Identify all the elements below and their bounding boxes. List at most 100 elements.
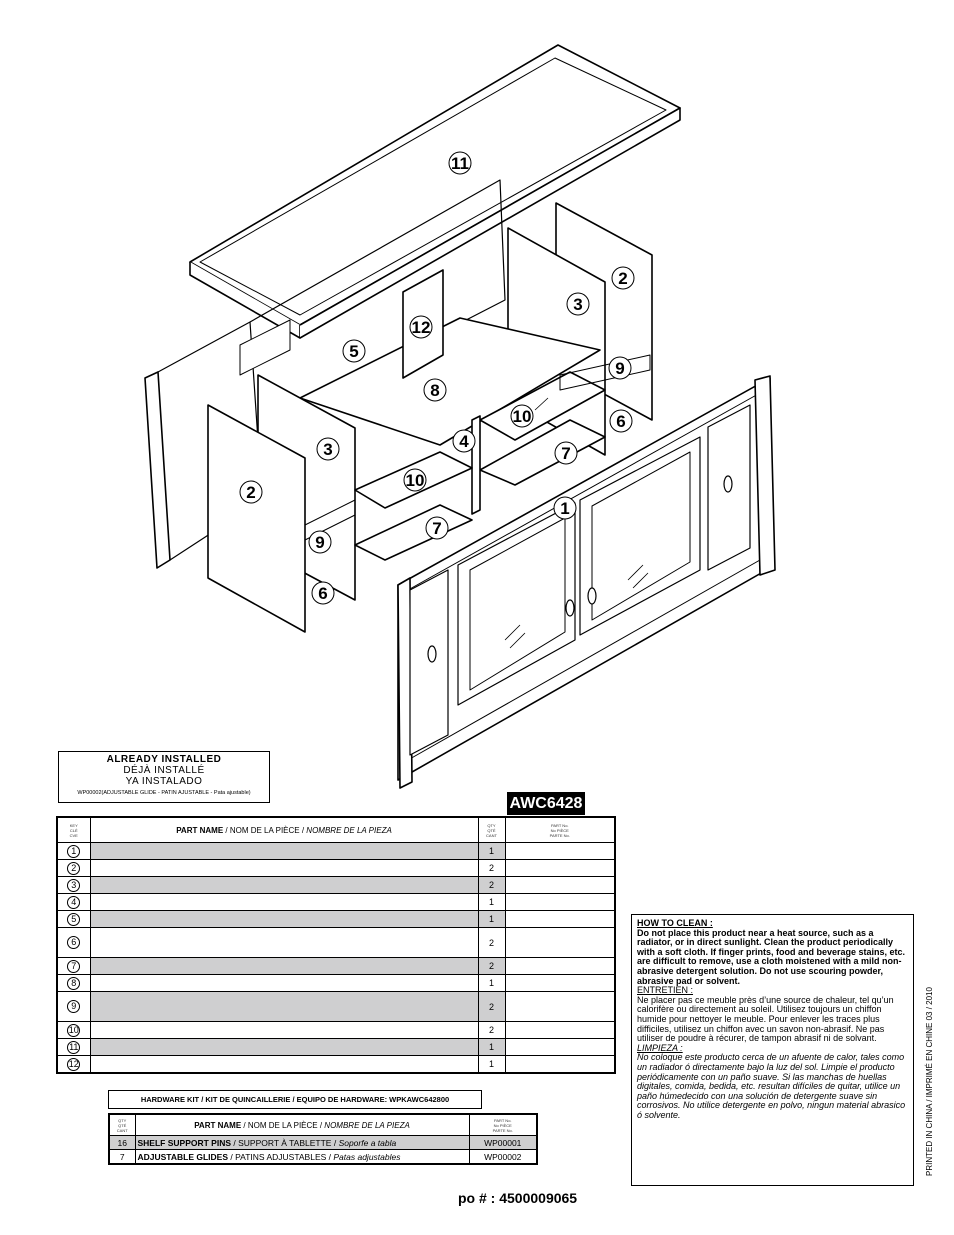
part-qty: 1 bbox=[477, 1055, 506, 1074]
part-key-circle: 11 bbox=[67, 1040, 81, 1054]
front-frame bbox=[397, 375, 776, 789]
part-key-circle: 12 bbox=[67, 1057, 81, 1071]
part-key: 4 bbox=[56, 893, 91, 911]
header-qty: QTY QTÉ CANT bbox=[477, 816, 506, 843]
callout-3-left: 3 bbox=[316, 437, 340, 461]
part-name bbox=[89, 1021, 479, 1039]
hardware-row: 7 ADJUSTABLE GLIDES / PATINS ADJUSTABLES… bbox=[108, 1149, 538, 1165]
part-key: 9 bbox=[56, 991, 91, 1022]
top-panel bbox=[189, 44, 681, 339]
part-number bbox=[504, 859, 616, 877]
hw-header-part-name: PART NAME / NOM DE LA PIÈCE / NOMBRE DE … bbox=[134, 1113, 470, 1136]
part-key: 12 bbox=[56, 1055, 91, 1074]
svg-text:6: 6 bbox=[318, 584, 327, 603]
part-name bbox=[89, 1055, 479, 1074]
part-name bbox=[89, 927, 479, 958]
part-name bbox=[89, 842, 479, 860]
callout-11: 11 bbox=[448, 151, 472, 175]
center-divider bbox=[471, 415, 481, 515]
hw-header-part-no: PART No. No PIÈCE PARTE No. bbox=[468, 1113, 538, 1136]
svg-text:4: 4 bbox=[459, 432, 469, 451]
already-installed-fr: DÉJÀ INSTALLÉ bbox=[123, 765, 205, 776]
header-part-no: PART No. No PIÈCE PARTE No. bbox=[504, 816, 616, 843]
part-name bbox=[89, 1038, 479, 1056]
part-key: 3 bbox=[56, 876, 91, 894]
part-key: 1 bbox=[56, 842, 91, 860]
clean-es: No coloque este producto cerca de un afu… bbox=[637, 1052, 906, 1120]
part-qty: 1 bbox=[477, 910, 506, 928]
part-number bbox=[504, 876, 616, 894]
callout-labels: 11 2 3 12 5 9 8 10 6 3 4 7 2 10 1 9 7 6 bbox=[239, 151, 635, 605]
svg-text:8: 8 bbox=[430, 381, 439, 400]
model-badge: AWC6428 bbox=[507, 792, 585, 815]
callout-2-right: 2 bbox=[611, 266, 635, 290]
hw-part-no: WP00001 bbox=[468, 1135, 538, 1150]
part-number bbox=[504, 1021, 616, 1039]
part-key: 6 bbox=[56, 927, 91, 958]
header-key: KEY CLÉ CVE bbox=[56, 816, 91, 843]
part-number bbox=[504, 1055, 616, 1074]
callout-7-left: 7 bbox=[425, 516, 449, 540]
svg-text:6: 6 bbox=[616, 412, 625, 431]
callout-8: 8 bbox=[423, 378, 447, 402]
svg-text:10: 10 bbox=[406, 471, 425, 490]
part-qty: 1 bbox=[477, 893, 506, 911]
part-qty: 2 bbox=[477, 876, 506, 894]
part-number bbox=[504, 974, 616, 992]
part-qty: 1 bbox=[477, 842, 506, 860]
svg-text:5: 5 bbox=[349, 342, 358, 361]
part-number bbox=[504, 957, 616, 975]
part-key: 2 bbox=[56, 859, 91, 877]
already-installed-es: YA INSTALADO bbox=[125, 776, 203, 787]
left-door-panel bbox=[207, 404, 306, 633]
part-name bbox=[89, 859, 479, 877]
part-key: 5 bbox=[56, 910, 91, 928]
part-qty: 2 bbox=[477, 859, 506, 877]
callout-9-left: 9 bbox=[308, 530, 332, 554]
part-key-circle: 3 bbox=[67, 878, 81, 892]
svg-text:3: 3 bbox=[573, 295, 582, 314]
part-key-circle: 5 bbox=[67, 912, 81, 926]
svg-text:11: 11 bbox=[451, 154, 469, 173]
svg-text:2: 2 bbox=[246, 483, 255, 502]
svg-text:7: 7 bbox=[432, 519, 441, 538]
part-qty: 2 bbox=[477, 957, 506, 975]
hardware-table-header: QTY QTÉ CANT PART NAME / NOM DE LA PIÈCE… bbox=[108, 1113, 538, 1136]
printed-in-china-label: PRINTED IN CHINA / IMPRIMÉ EN CHINE 03 /… bbox=[925, 987, 934, 1176]
part-number bbox=[504, 991, 616, 1022]
callout-7-right: 7 bbox=[554, 441, 578, 465]
hw-qty: 16 bbox=[108, 1135, 136, 1150]
clean-es-heading: LIMPIEZA : bbox=[637, 1042, 683, 1053]
callout-1: 1 bbox=[553, 496, 577, 520]
part-key-circle: 8 bbox=[67, 976, 81, 990]
part-key: 11 bbox=[56, 1038, 91, 1056]
callout-12: 12 bbox=[409, 315, 433, 339]
svg-text:9: 9 bbox=[615, 359, 624, 378]
svg-text:3: 3 bbox=[323, 440, 332, 459]
hw-part-name: ADJUSTABLE GLIDES / PATINS ADJUSTABLES /… bbox=[134, 1149, 470, 1165]
hardware-row: 16 SHELF SUPPORT PINS / SUPPORT À TABLET… bbox=[108, 1135, 538, 1150]
parts-table-header: KEY CLÉ CVE PART NAME / NOM DE LA PIÈCE … bbox=[56, 816, 616, 843]
hw-header-qty: QTY QTÉ CANT bbox=[108, 1113, 136, 1136]
part-key-circle: 7 bbox=[67, 959, 81, 973]
part-number bbox=[504, 893, 616, 911]
callout-10-right: 10 bbox=[510, 404, 534, 428]
part-key: 10 bbox=[56, 1021, 91, 1039]
svg-text:10: 10 bbox=[513, 407, 532, 426]
part-key: 7 bbox=[56, 957, 91, 975]
svg-text:1: 1 bbox=[560, 499, 569, 518]
hw-part-no: WP00002 bbox=[468, 1149, 538, 1165]
already-installed-en: ALREADY INSTALLED bbox=[106, 754, 222, 765]
callout-3-right: 3 bbox=[566, 292, 590, 316]
hw-part-name: SHELF SUPPORT PINS / SUPPORT À TABLETTE … bbox=[134, 1135, 470, 1150]
